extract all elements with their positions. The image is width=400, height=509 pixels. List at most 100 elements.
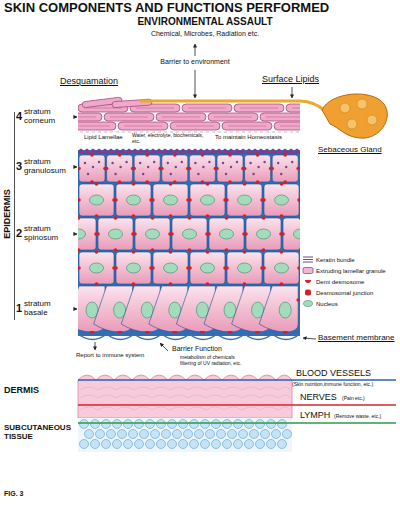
- dermis-fibre: [80, 387, 290, 390]
- desmosome: [297, 198, 300, 202]
- desmosome: [262, 216, 266, 220]
- fat-cell: [113, 440, 122, 449]
- desmosome: [280, 214, 284, 218]
- structure-label: BLOOD VESSELS: [296, 368, 371, 378]
- leader-arrow: [74, 166, 77, 167]
- fat-cell: [179, 440, 188, 449]
- keratinocyte: [135, 218, 170, 250]
- keratohyalin-granule: [111, 162, 113, 164]
- structure-label: LYMPH: [300, 410, 330, 420]
- fat-cell: [124, 420, 133, 429]
- desmosome: [95, 282, 99, 286]
- desmosome: [151, 248, 155, 252]
- note-label: Water, electrolyte, biochemicals, etc.: [132, 133, 204, 144]
- lipid-lamella: [128, 132, 131, 133]
- keratohyalin-granule: [263, 161, 265, 163]
- desmosome: [243, 214, 247, 218]
- fat-cell: [190, 440, 199, 449]
- fat-cell: [91, 420, 100, 429]
- legend-symbol: [302, 299, 314, 308]
- desmosome: [114, 248, 118, 252]
- desmosome: [114, 266, 118, 270]
- fat-cell: [151, 430, 160, 439]
- desmosome: [262, 198, 266, 202]
- keratohyalin-granule: [125, 161, 127, 163]
- demi-desmosome-symbol: [305, 280, 311, 283]
- desmosome: [78, 167, 81, 171]
- keratinocyte: [107, 155, 133, 182]
- gland-lobule: [347, 119, 357, 129]
- desmosome: [243, 182, 247, 186]
- fat-cell: [201, 420, 210, 429]
- leader-arrow: [74, 308, 77, 309]
- nucleus: [201, 263, 215, 273]
- keratinocyte: [246, 218, 281, 250]
- desmosome: [296, 167, 300, 171]
- structure-label: NERVES: [300, 392, 337, 402]
- keratohyalin-granule: [181, 161, 183, 163]
- desmosome: [188, 248, 192, 252]
- keratin-line: [78, 117, 96, 118]
- nucleus: [146, 229, 160, 239]
- keratohyalin-granule: [194, 162, 196, 164]
- nucleus: [257, 229, 271, 239]
- callout-number: 3: [16, 160, 22, 172]
- desmosome: [243, 282, 247, 286]
- corneocyte: [104, 113, 154, 121]
- diagram-title: SKIN COMPONENTS AND FUNCTIONS PERFORMED: [4, 1, 329, 16]
- fat-cell: [173, 430, 182, 439]
- legend-symbol: [302, 255, 314, 264]
- keratinocyte: [162, 155, 188, 182]
- nucleus: [109, 229, 123, 239]
- desmosome: [90, 180, 94, 184]
- fat-cell: [102, 420, 111, 429]
- keratinocyte: [78, 218, 96, 250]
- region-label: SUBCUTANEOUS TISSUE: [4, 424, 76, 442]
- lipid-lamella: [98, 132, 101, 133]
- desmosome: [201, 153, 205, 157]
- keratohyalin-granule: [291, 161, 293, 163]
- desmosome: [256, 180, 260, 184]
- fat-cell: [201, 440, 210, 449]
- nucleus: [164, 263, 178, 273]
- keratohyalin-granule: [277, 162, 279, 164]
- desmosome: [201, 180, 205, 184]
- fat-cell: [272, 430, 281, 439]
- keratinocyte: [79, 252, 114, 284]
- lipid-lamella: [236, 132, 239, 133]
- desmosome: [132, 167, 136, 171]
- region-label: EPIDERMIS: [2, 154, 12, 274]
- corneocyte: [274, 122, 300, 130]
- desmosome: [160, 167, 164, 171]
- dermis-fibre: [80, 395, 290, 398]
- keratohyalin-granule: [249, 162, 251, 164]
- lipid-lamella: [230, 132, 233, 133]
- corneocyte: [222, 122, 272, 130]
- keratinocyte: [172, 218, 207, 250]
- legend-label: Nucleus: [316, 301, 338, 307]
- keratin-line: [266, 117, 300, 118]
- note-label: (Skin nutrition,immune function, etc.): [292, 382, 373, 388]
- demi-desmosome: [90, 331, 95, 334]
- desmosome: [228, 153, 232, 157]
- keratohyalin-granule: [225, 173, 227, 175]
- callout-number: 4: [16, 110, 22, 122]
- fat-cell: [223, 420, 232, 429]
- fat-cell: [168, 420, 177, 429]
- dermis-fibre: [80, 407, 290, 410]
- lipid-lamella: [212, 132, 215, 133]
- desmosome: [243, 167, 247, 171]
- leader-arrow: [292, 87, 293, 98]
- legend-symbol: [302, 266, 314, 275]
- note-label: metabolism of chemicals filtering of UV …: [180, 355, 252, 366]
- fat-cell: [206, 430, 215, 439]
- desmosome: [280, 250, 284, 254]
- nucleus: [90, 195, 104, 205]
- fat-cell: [278, 440, 287, 449]
- desmosome: [299, 248, 300, 252]
- desmosome: [118, 153, 122, 157]
- desmosome: [215, 167, 219, 171]
- desmosome: [297, 266, 300, 270]
- note-label: (Remove waste, etc.): [334, 414, 381, 420]
